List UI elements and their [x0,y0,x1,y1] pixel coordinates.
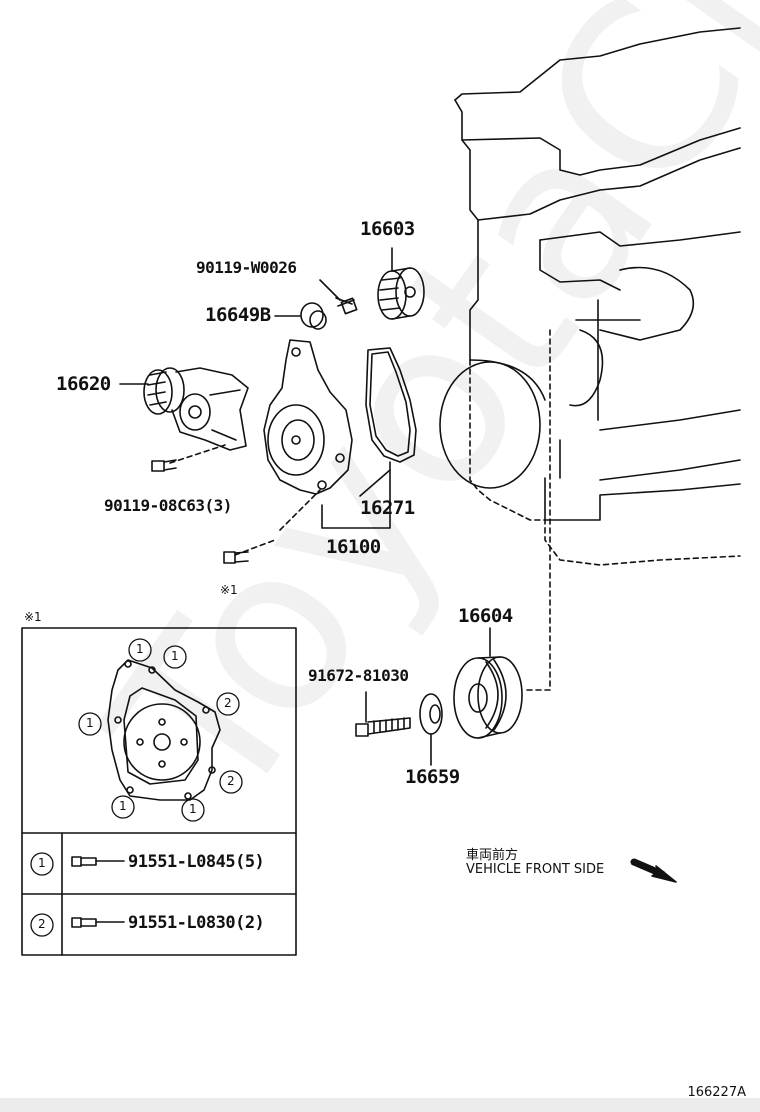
inset-marker-e: 2 [224,696,232,710]
inset-mark: ※1 [24,610,42,624]
front-label-jp: 車両前方 [466,848,519,863]
plug-16649b [300,302,327,330]
label-16659: 16659 [405,766,460,788]
washer-16659 [419,693,443,766]
label-91672-81030: 91672-81030 [308,666,409,685]
water-pump-16100 [263,339,353,495]
gasket-16271 [365,347,417,463]
cover-disk [439,361,541,489]
tensioner-16620 [143,367,249,451]
label-16271: 16271 [360,497,415,519]
inset-marker-g: 1 [189,802,197,816]
table-bolt-1 [71,856,125,867]
inset-marker-circles [30,638,243,937]
inset-pump-flange [107,659,221,801]
inset-marker-f: 2 [227,774,235,788]
table-row-2-index: 2 [38,917,46,931]
bolt-ref1 [223,551,249,564]
table-row-1-index: 1 [38,856,46,870]
doc-id: 166227A [687,1085,746,1100]
label-16100: 16100 [326,536,381,558]
footer-bar [0,1098,760,1112]
label-16603: 16603 [360,218,415,240]
label-90119-08c63: 90119-08C63(3) [104,496,232,515]
engine-hidden-lines [169,329,741,691]
bolt-90119-08c63 [151,459,177,472]
table-row-2-part: 91551-L0830(2) [128,913,265,933]
idler-pulley-16603 [377,267,425,320]
front-label-en: VEHICLE FRONT SIDE [466,862,605,877]
inset-marker-b: 1 [171,649,179,663]
inset-marker-d: 1 [119,799,127,813]
ref-mark: ※1 [220,583,238,597]
inset-marker-c: 1 [86,716,94,730]
table-bolt-2 [71,917,125,928]
table-row-1-part: 91551-L0845(5) [128,852,265,872]
bolt-91672-81030 [355,691,411,737]
crank-pulley-16604 [453,627,523,739]
inset-marker-a: 1 [136,642,144,656]
label-16649b: 16649B [205,304,271,326]
label-90119-w0026: 90119-W0026 [196,258,297,277]
bracket-16100 [321,461,391,529]
engine-block [454,27,741,521]
inset-box [21,627,297,956]
label-16604: 16604 [458,605,513,627]
bolt-90119-w0026 [319,279,358,315]
label-16620: 16620 [56,373,111,395]
